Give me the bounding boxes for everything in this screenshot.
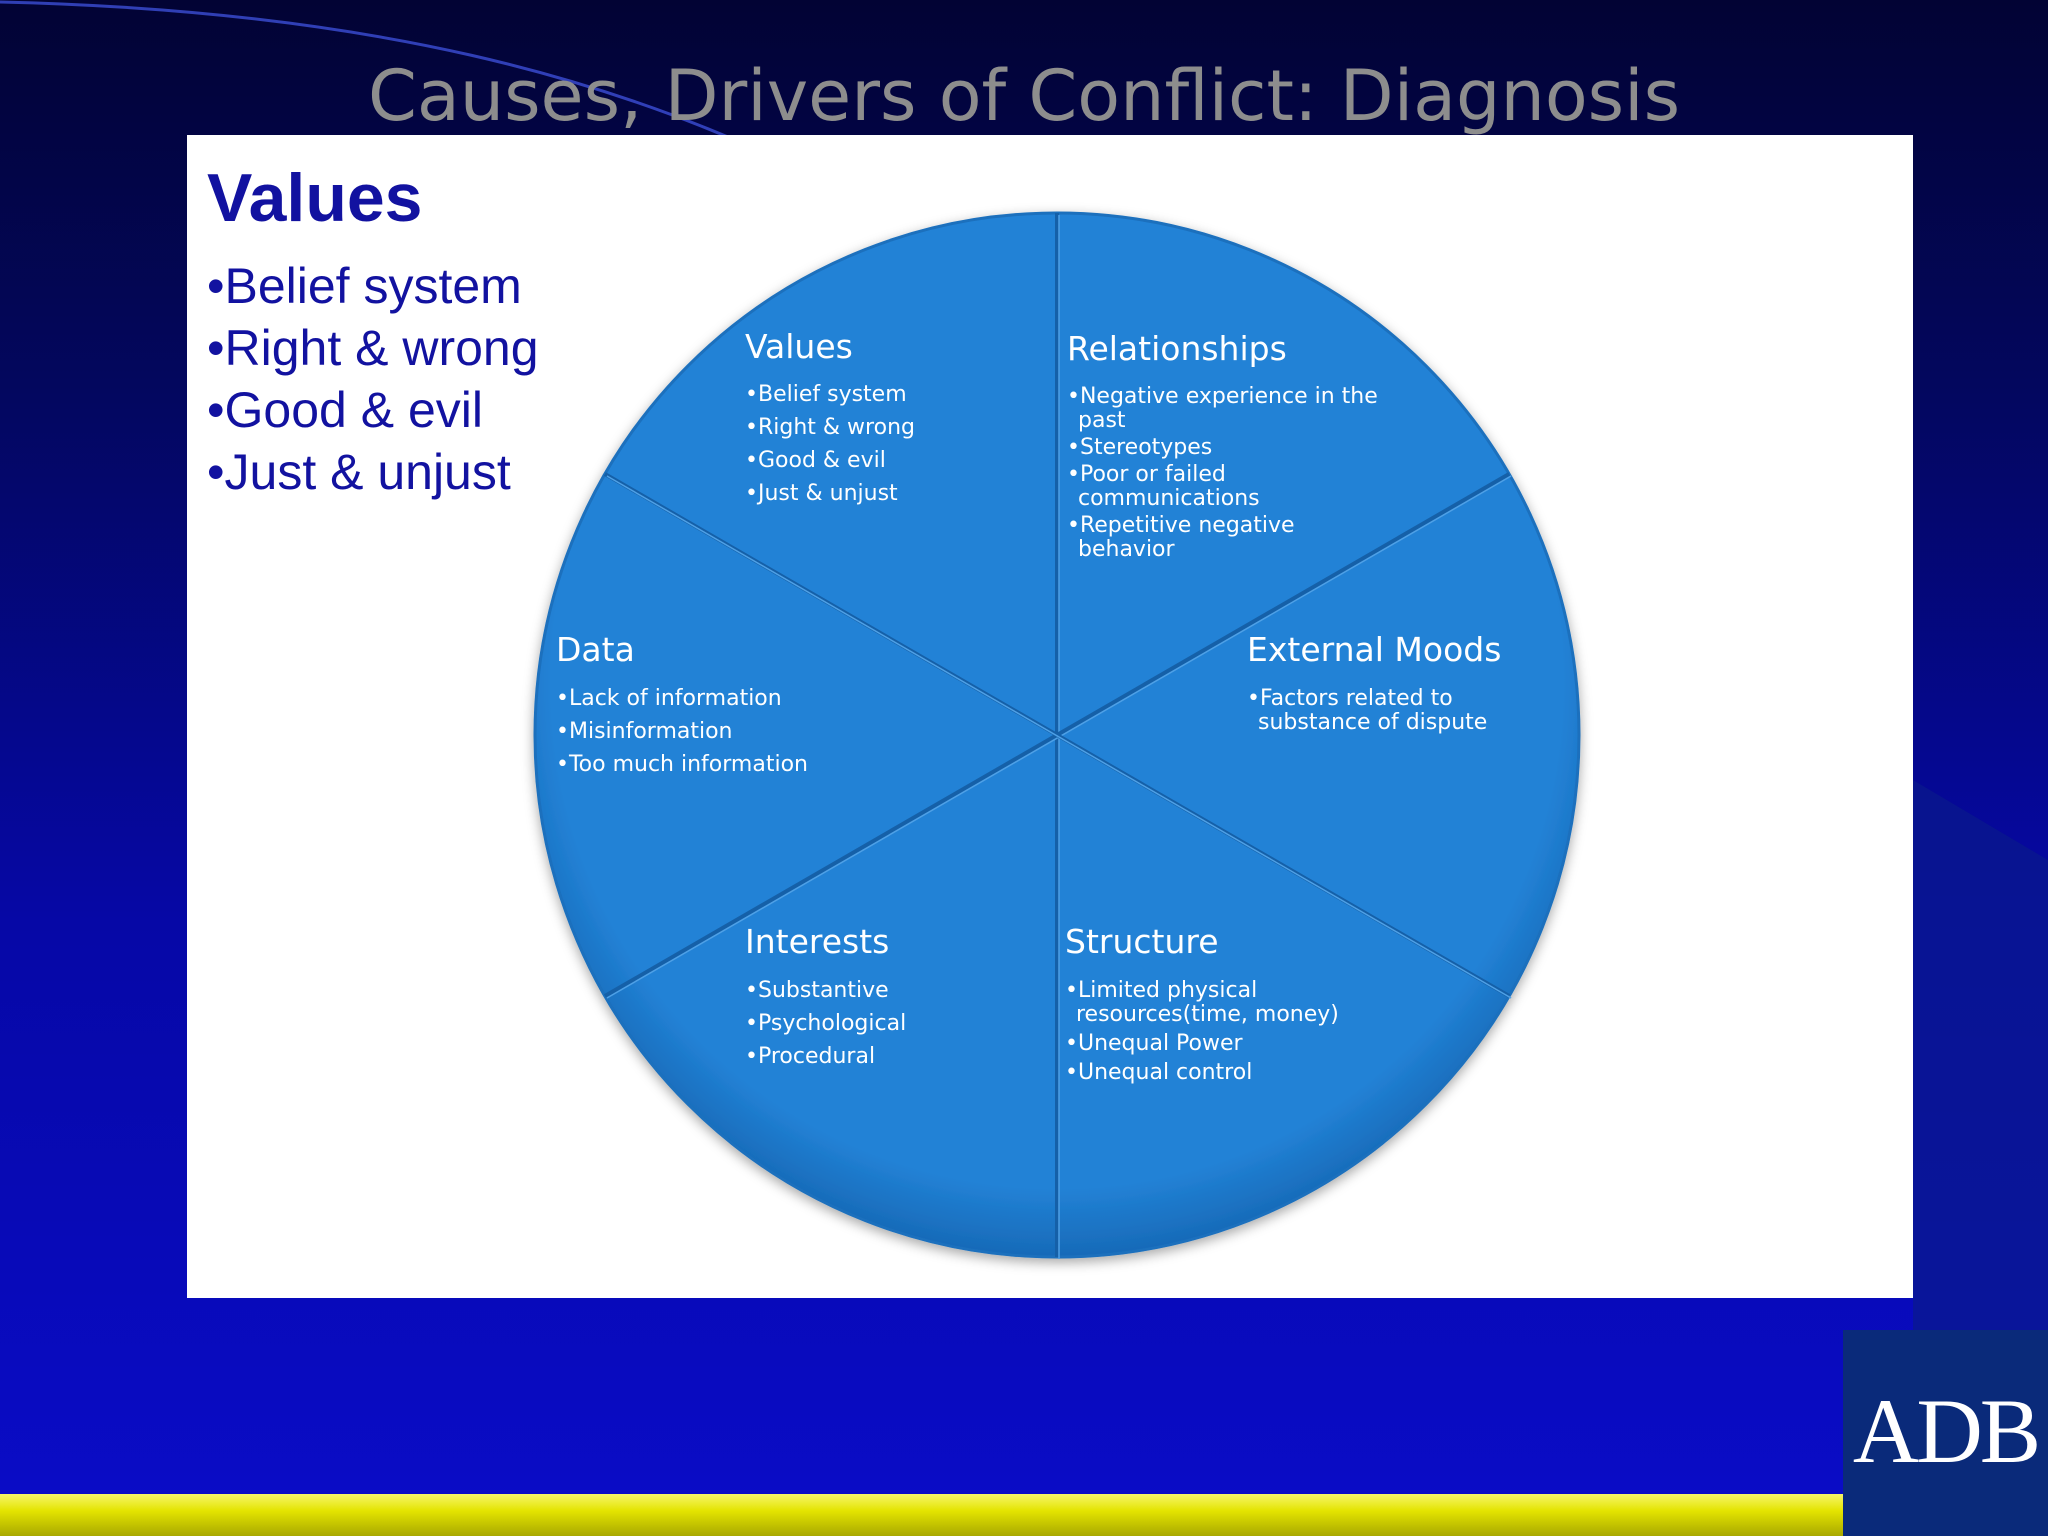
segment-item: •Psychological (745, 1011, 906, 1036)
segment-item: •Unequal Power (1065, 1031, 1244, 1056)
segment-item: •Substantive (745, 978, 889, 1003)
segment-title: Data (556, 630, 635, 669)
segment-item: •Unequal control (1065, 1060, 1252, 1085)
conflict-wheel: Relationships •Negative experience in the… (533, 211, 1581, 1259)
segment-item: communications (1078, 486, 1260, 511)
wheel-segment: Values •Belief system •Right & wrong •Good … (745, 327, 915, 506)
wheel-segment: Relationships •Negative experience in the… (1067, 329, 1378, 562)
footer-bar (0, 1494, 1850, 1536)
logo-text: ADB (1852, 1380, 2041, 1482)
segment-item: •Stereotypes (1067, 435, 1212, 460)
segment-item: •Negative experience in the (1067, 384, 1378, 409)
panel-bullet-item: •Good & evil (207, 382, 483, 438)
panel-bullet-item: •Right & wrong (207, 320, 539, 376)
segment-item: •Belief system (745, 382, 907, 407)
content-panel: Values •Belief system •Right & wrong •Go… (187, 135, 1913, 1298)
slide-title: Causes, Drivers of Conflict: Diagnosis (367, 55, 1681, 137)
segment-item: •Repetitive negative (1067, 513, 1295, 538)
segment-item: substance of dispute (1258, 710, 1487, 735)
segment-title: Interests (745, 922, 889, 961)
wheel-segment: Interests •Substantive •Psychological •Proc… (745, 922, 906, 1069)
segment-item: •Misinformation (556, 719, 733, 744)
segment-title: Values (745, 327, 853, 366)
segment-title: Relationships (1067, 329, 1287, 368)
segment-item: •Too much information (556, 752, 808, 777)
segment-item: •Just & unjust (745, 481, 898, 506)
segment-item: •Good & evil (745, 448, 886, 473)
segment-item: •Factors related to (1247, 686, 1453, 711)
adb-logo: ADB (1843, 1330, 2048, 1536)
panel-heading: Values (207, 160, 423, 236)
segment-item: •Limited physical (1065, 978, 1257, 1003)
segment-item: •Procedural (745, 1044, 875, 1069)
segment-item: behavior (1078, 537, 1176, 562)
wheel-segment: Structure •Limited physicalresources(time… (1065, 922, 1339, 1085)
segment-title: External Moods (1247, 630, 1501, 669)
segment-item: •Poor or failed (1067, 462, 1226, 487)
wheel-segment: Data •Lack of information •Misinformation •… (556, 630, 808, 777)
panel-bullet-item: •Just & unjust (207, 444, 511, 500)
segment-item: resources(time, money) (1076, 1002, 1339, 1027)
wheel-divider-highlight (606, 475, 1512, 999)
segment-item: •Right & wrong (745, 415, 915, 440)
decorative-wedge (1913, 780, 2048, 1330)
segment-item: past (1078, 408, 1126, 433)
panel-bullet-list: •Belief system •Right & wrong •Good & ev… (207, 255, 539, 503)
wheel-segment: External Moods •Factors related tosubstan… (1247, 630, 1501, 735)
segment-item: •Lack of information (556, 686, 782, 711)
segment-title: Structure (1065, 922, 1219, 961)
panel-bullet-item: •Belief system (207, 258, 522, 314)
